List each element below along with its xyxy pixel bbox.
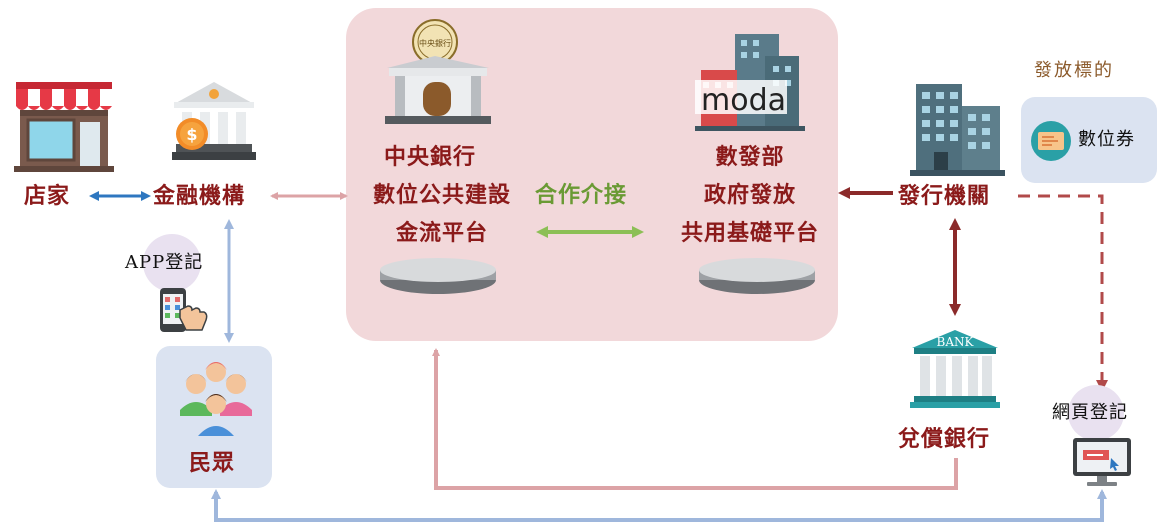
arrow-issuer-web-dashed <box>1018 194 1108 392</box>
platform-pedestal-right <box>699 258 815 294</box>
moda-building-icon: moda <box>695 34 805 131</box>
moda-logo-text: moda <box>701 83 786 118</box>
central-bank-title: 中央銀行 <box>383 144 476 170</box>
central-bank-building-icon: 中央銀行 <box>385 19 491 124</box>
redeem-bank-label: 兌償銀行 <box>898 426 991 452</box>
central-bank-seal-text: 中央銀行 <box>419 38 451 48</box>
moda-line1: 政府發放 <box>703 182 796 208</box>
web-register-bubble <box>1068 385 1124 441</box>
monitor-icon <box>1073 438 1131 486</box>
digital-voucher-label: 數位券 <box>1078 129 1135 150</box>
distribution-target-title: 發放標的 <box>1034 60 1114 81</box>
moda-line2: 共用基礎平台 <box>680 220 819 246</box>
app-register-bubble <box>143 234 201 292</box>
cooperation-label: 合作介接 <box>535 182 628 208</box>
redeem-bank-icon: BANK <box>910 330 1000 408</box>
svg-text:$: $ <box>186 125 197 144</box>
platform-pedestal-left <box>380 258 496 294</box>
central-bank-line1: 數位公共建設 <box>372 182 511 208</box>
bank-sign-text: BANK <box>937 335 975 349</box>
web-register-label: 網頁登記 <box>1052 402 1128 423</box>
store-icon <box>14 82 114 172</box>
people-label: 民眾 <box>189 450 236 476</box>
issuer-label: 發行機關 <box>898 183 991 209</box>
issuer-building-icon <box>910 84 1005 176</box>
central-bank-line2: 金流平台 <box>395 220 488 246</box>
app-register-label: APP登記 <box>125 252 204 273</box>
store-label: 店家 <box>24 183 71 209</box>
arrow-bank-central-loop <box>432 348 958 490</box>
bank-coin-icon: $ <box>172 82 256 160</box>
arrow-people-web-loop <box>211 489 1107 522</box>
people-group-icon <box>180 362 252 436</box>
voucher-icon <box>1031 121 1071 161</box>
financial-institution-label: 金融機構 <box>153 183 246 209</box>
phone-app-icon <box>160 288 208 332</box>
moda-title: 數發部 <box>715 144 785 170</box>
